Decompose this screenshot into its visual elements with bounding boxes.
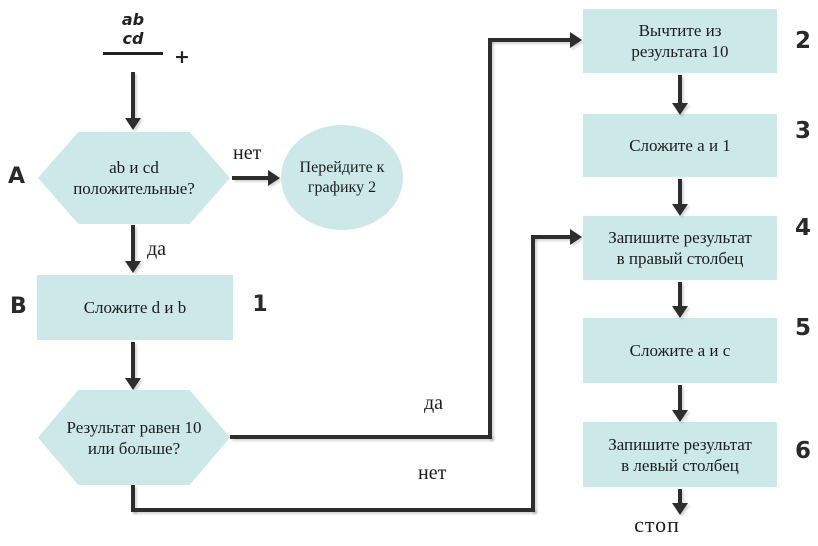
arrow-step5-to-step6 (678, 385, 682, 412)
plus-sign: + (174, 46, 190, 68)
no-connector-horizontal (131, 508, 535, 512)
step5-line1: Сложите a и c (629, 341, 731, 360)
step-number-5: 5 (794, 315, 811, 341)
step3-line1: Сложите a и 1 (629, 136, 731, 155)
row-label-b: B (10, 294, 27, 319)
arrow-formula-to-decision1 (131, 72, 135, 120)
step4-line2: в правый столбец (616, 249, 744, 268)
step6-line1: Запишите результат (608, 434, 752, 454)
step-add-a-and-1: Сложите a и 1 (583, 114, 777, 177)
step-add-d-and-b: Сложите d и b (37, 275, 233, 340)
arrowhead-down-icon (125, 378, 141, 390)
yes-connector-into-step2 (490, 38, 572, 42)
step2-line2: результата 10 (631, 42, 729, 61)
step-number-2: 2 (794, 28, 811, 54)
step6-line2: в левый столбец (621, 455, 739, 475)
label-yes-decision2: да (424, 392, 444, 414)
formula-numerator: ab (121, 10, 145, 29)
no-connector-drop (131, 485, 135, 512)
arrowhead-down-icon (125, 118, 141, 130)
arrow-step3-to-step4 (678, 179, 682, 206)
arrow-step6-to-stop (678, 489, 682, 505)
arrowhead-right-icon (570, 229, 582, 245)
goto-line1: Перейдите к (299, 158, 385, 176)
decision-ab-cd-positive: ab и cd положительные? (38, 132, 230, 224)
formula-fraction: ab cd (103, 10, 163, 55)
arrowhead-right-icon (268, 170, 280, 186)
step-subtract-10: Вычтите из результата 10 (583, 9, 777, 73)
arrow-step4-to-step5 (678, 282, 682, 308)
no-connector-into-step4 (533, 235, 572, 239)
step-number-6: 6 (794, 438, 811, 464)
step2-line1: Вычтите из (638, 21, 722, 40)
step-write-left-column: Запишите результат в левый столбец (583, 422, 777, 487)
step1-text: Сложите d и b (83, 298, 187, 317)
decision2-line2: или больше? (87, 438, 181, 458)
step-add-a-and-c: Сложите a и c (583, 318, 777, 383)
arrow-decision1-to-goto (232, 176, 270, 180)
goto-chart2-node: Перейдите к графику 2 (281, 125, 403, 230)
row-label-a: A (8, 164, 26, 189)
arrowhead-down-icon (672, 410, 688, 422)
arrowhead-down-icon (672, 503, 688, 515)
label-yes-decision1: да (147, 238, 167, 260)
decision-result-ge-10: Результат равен 10 или больше? (38, 390, 230, 485)
yes-connector-vertical (488, 38, 492, 439)
arrowhead-down-icon (672, 103, 688, 115)
decision1-line1: ab и cd (109, 158, 159, 177)
label-no-decision1: нет (233, 142, 262, 164)
arrowhead-down-icon (672, 306, 688, 318)
goto-line2: графику 2 (307, 178, 377, 196)
yes-connector-horizontal (230, 435, 492, 439)
arrow-decision1-to-step1 (131, 225, 135, 263)
step-number-3: 3 (794, 118, 811, 144)
step-number-1: 1 (252, 292, 268, 317)
step-write-right-column: Запишите результат в правый столбец (583, 216, 777, 280)
decision2-line1: Результат равен 10 (66, 417, 202, 437)
no-connector-vertical (531, 235, 535, 512)
arrow-step2-to-step3 (678, 75, 682, 105)
arrowhead-down-icon (672, 204, 688, 216)
step4-line1: Запишите результат (608, 228, 752, 247)
step-number-4: 4 (794, 215, 811, 241)
arrow-step1-to-decision2 (131, 342, 135, 380)
arrowhead-right-icon (570, 32, 582, 48)
stop-label: стоп (634, 512, 680, 537)
formula-denominator: cd (122, 29, 144, 48)
label-no-decision2: нет (418, 462, 447, 484)
decision1-line2: положительные? (73, 179, 195, 198)
arrowhead-down-icon (125, 261, 141, 273)
